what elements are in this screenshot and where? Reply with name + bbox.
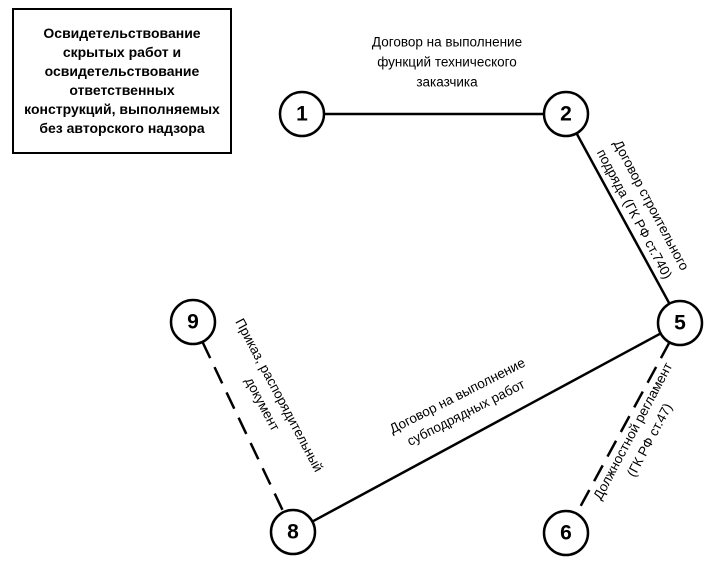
edge-5-6 (575, 341, 671, 515)
node-2: 2 (542, 90, 590, 138)
edge-label-5-6: Должностной регламент(ГК РФ ст.47) (590, 360, 675, 502)
edge-5-8 (311, 332, 662, 523)
node-label: 9 (187, 311, 199, 334)
title-box: Освидетельствование скрытых работ и осви… (12, 8, 232, 154)
node-5: 5 (656, 299, 704, 347)
edge-label-line: Приказ, распорядительный (232, 316, 326, 474)
node-circle (656, 299, 704, 347)
node-circle (542, 509, 590, 557)
node-circle (278, 90, 326, 138)
title-line: Освидетельствование (43, 25, 201, 41)
title-text: Освидетельствование скрытых работ и осви… (24, 24, 220, 138)
node-label: 5 (674, 312, 686, 335)
node-circle (269, 508, 317, 556)
title-line: ответственных (69, 82, 175, 98)
edge-label-line: Договор на выполнение (372, 35, 522, 50)
nodes-layer: 1 2 5 6 8 9 (169, 90, 704, 557)
edge-label-1-2: Договор на выполнение функций техническог… (372, 35, 522, 90)
title-line: конструкций, выполняемых (24, 101, 220, 117)
title-line: без авторского надзора (39, 120, 205, 136)
title-line: освидетельствование (44, 63, 200, 79)
node-6: 6 (542, 509, 590, 557)
node-label: 1 (296, 103, 308, 126)
edge-label-line: заказчика (416, 75, 478, 90)
node-1: 1 (278, 90, 326, 138)
edge-label-line: функций технического (377, 55, 517, 70)
edges-layer (201, 112, 671, 523)
node-circle (542, 90, 590, 138)
edge-2-5 (575, 132, 671, 305)
node-label: 2 (560, 103, 572, 126)
node-8: 8 (269, 508, 317, 556)
edge-9-8 (201, 341, 285, 513)
node-label: 8 (287, 521, 299, 544)
node-9: 9 (169, 298, 217, 346)
node-circle (169, 298, 217, 346)
title-line: скрытых работ и (62, 44, 182, 60)
node-label: 6 (560, 522, 572, 545)
